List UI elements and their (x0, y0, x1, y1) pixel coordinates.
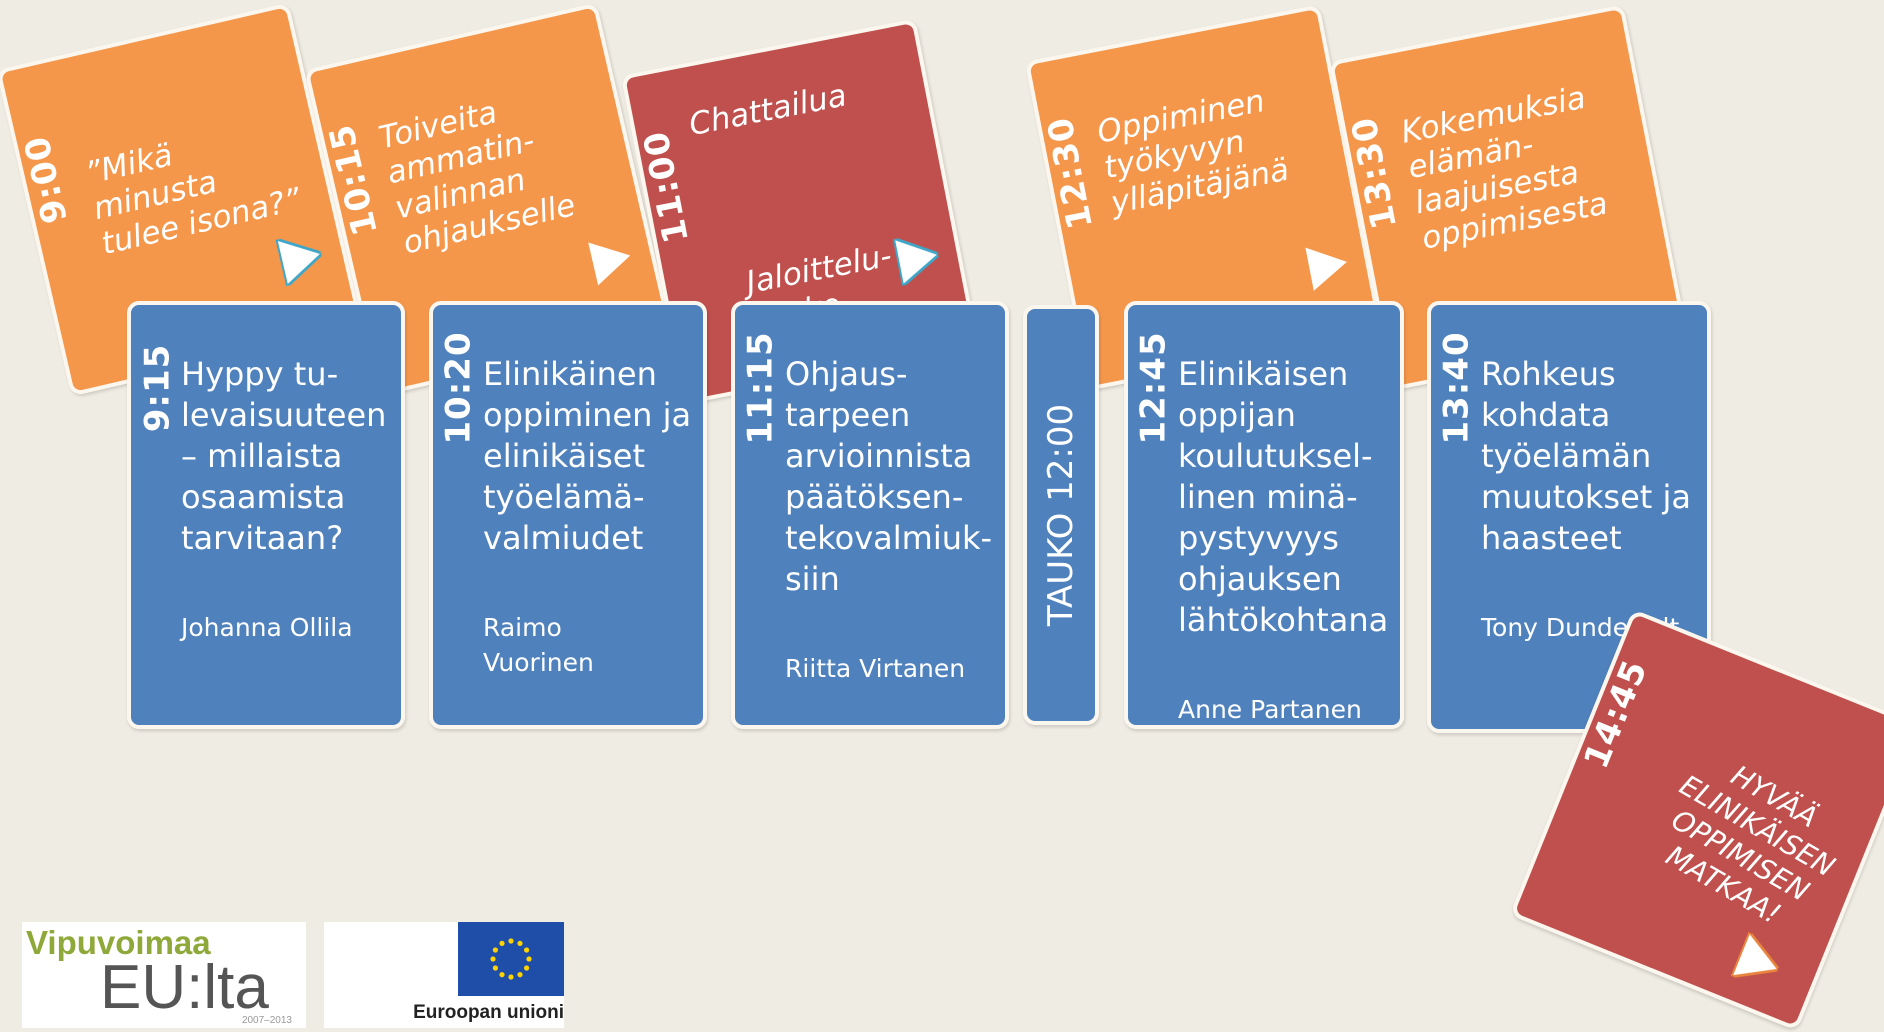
session-card-1340: 13:40 Rohkeus kohdata työelämän muutokse… (1427, 301, 1711, 733)
session-card-0915: 9:15 Hyppy tu- levaisuuteen – millaista … (127, 301, 405, 729)
session-time: 11:15 (741, 331, 782, 445)
session-title: Elinikäinen oppiminen ja elinikäiset työ… (483, 355, 692, 557)
session-speaker: Riitta Virtanen (785, 654, 966, 683)
session-title: Elinikäisen oppijan koulutuksel- linen m… (1178, 355, 1389, 639)
logo-eu-text: Euroopan unioni (413, 1002, 564, 1023)
session-card-1245: 12:45 Elinikäisen oppijan koulutuksel- l… (1124, 301, 1404, 729)
break-card: TAUKO 12:00 (1023, 305, 1099, 725)
session-card-1115: 11:15 Ohjaus- tarpeen arvioinnista päätö… (731, 301, 1009, 729)
play-icon[interactable] (588, 234, 636, 286)
eu-flag-icon (458, 922, 564, 996)
session-speaker: Raimo Vuorinen (483, 613, 594, 677)
session-title: Hyppy tu- levaisuuteen – millaista osaam… (181, 355, 387, 557)
session-title: Oppiminen työkyvyn ylläpitäjänä (1094, 83, 1292, 222)
session-title: Toiveita ammatin- valinnan ohjaukselle (375, 94, 579, 262)
session-card-1020: 10:20 Elinikäinen oppiminen ja elinikäis… (429, 301, 707, 729)
play-icon[interactable] (895, 233, 941, 284)
session-time: 9:00 (16, 131, 76, 228)
session-time: 13:40 (1437, 331, 1478, 445)
session-title: Ohjaus- tarpeen arvioinnista päätöksen- … (785, 355, 993, 598)
session-time: 12:30 (1040, 113, 1102, 233)
session-title: Chattailua (686, 77, 850, 144)
play-icon[interactable] (277, 232, 325, 284)
logo-vipuvoimaa-text: Vipuvoimaa (26, 924, 211, 961)
session-title: Rohkeus kohdata työelämän muutokset ja h… (1481, 355, 1691, 557)
play-icon[interactable] (1305, 240, 1352, 291)
break-label: TAUKO 12:00 (1041, 403, 1082, 627)
closing-title: HYVÄÄ ELINIKÄISEN OPPIMISEN MATKAA! (1660, 758, 1841, 931)
logo-eulta-text: EU:lta (100, 953, 269, 1022)
play-icon[interactable] (1733, 934, 1785, 990)
session-time: 9:15 (137, 343, 178, 433)
session-time: 12:45 (1134, 331, 1175, 445)
eu-logo: Euroopan unioni (324, 922, 564, 1028)
logo-years-text: 2007–2013 (241, 1015, 292, 1026)
session-speaker: Anne Partanen (1178, 695, 1362, 724)
session-title: Kokemuksia elämän- laajuisesta oppimises… (1398, 79, 1611, 257)
session-time: 10:20 (439, 331, 480, 445)
vipuvoimaa-logo: Vipuvoimaa EU:lta 2007–2013 (22, 922, 306, 1028)
session-speaker: Johanna Ollila (181, 613, 353, 642)
